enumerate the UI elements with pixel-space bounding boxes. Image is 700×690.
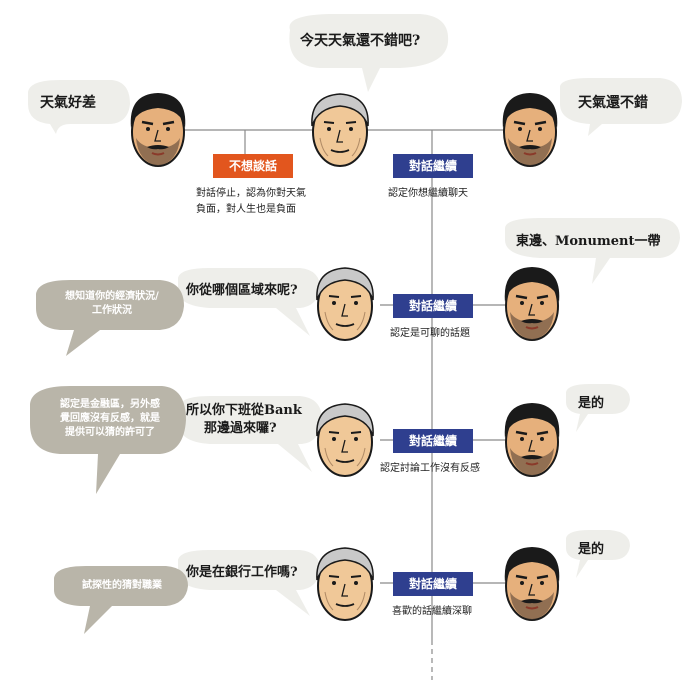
row1-question: 你從哪個區域來呢? xyxy=(186,283,298,298)
bearded-man-face-icon xyxy=(503,265,561,342)
row3-thought: 試探性的猜對職業 xyxy=(60,579,184,593)
row2-thought-bubble xyxy=(30,386,186,494)
row2-continue-tag: 對話繼續 xyxy=(408,434,457,448)
row2-thought-line: 提供可以猜的許可了 xyxy=(65,427,155,438)
row3-question-bubble xyxy=(178,550,320,616)
row3-thought-line: 試探性的猜對職業 xyxy=(82,580,162,591)
row3-thought-bubble xyxy=(54,566,188,634)
top-continue-note: 認定你想繼續聊天 xyxy=(388,188,468,199)
top-question: 今天天氣還不錯吧? xyxy=(300,33,421,49)
bearded-man-face-icon xyxy=(503,401,561,478)
top-continue-tag-box xyxy=(393,154,473,178)
thought-bubbles xyxy=(30,280,188,634)
older-man-face-icon xyxy=(315,547,375,621)
row1-reply: 東邊、Monument一帶 xyxy=(516,234,661,249)
stop-tag: 不想談話 xyxy=(228,159,277,173)
speech-bubbles xyxy=(28,14,682,616)
row2-question: 所以你下班從Bank 那邊過來囉? xyxy=(186,402,302,438)
row1-continue-tag: 對話繼續 xyxy=(408,299,457,313)
row1-question-bubble xyxy=(178,268,320,336)
row2-thought-line: 覺回應沒有反感，就是 xyxy=(60,413,160,424)
row2-reply-bubble xyxy=(566,384,630,432)
row1-thought-line: 想知道你的經濟狀況/ xyxy=(65,291,159,302)
stop-note: 對話停止，認為你對天氣 負面，對人生也是負面 xyxy=(196,186,306,218)
older-man-face-icon xyxy=(315,403,375,477)
row3-note: 喜歡的話繼續深聊 xyxy=(392,606,472,617)
row2-note: 認定討論工作沒有反感 xyxy=(380,463,480,474)
right-reply: 天氣還不錯 xyxy=(578,95,648,111)
left-reply: 天氣好差 xyxy=(40,95,96,111)
row3-reply: 是的 xyxy=(578,542,605,557)
bearded-man-face-icon xyxy=(129,91,187,168)
bearded-man-face-icon xyxy=(501,91,559,168)
row2-reply: 是的 xyxy=(578,396,605,411)
row2-thought: 認定是金融區，另外感 覺回應沒有反感，就是 提供可以猜的許可了 xyxy=(40,398,180,440)
bearded-man-face-icon xyxy=(503,545,561,622)
row1-continue-tag-box xyxy=(393,294,473,318)
row2-question-line: 所以你下班從Bank xyxy=(186,403,302,418)
row1-reply-bubble xyxy=(505,218,680,284)
row3-reply-bubble xyxy=(566,530,630,578)
row1-thought: 想知道你的經濟狀況/ 工作狀況 xyxy=(44,290,180,318)
left-reply-bubble xyxy=(28,80,130,134)
top-continue-tag: 對話繼續 xyxy=(408,159,457,173)
older-man-face-icon xyxy=(315,267,375,341)
right-reply-bubble xyxy=(560,78,682,136)
row3-question: 你是在銀行工作嗎? xyxy=(186,565,298,580)
stop-tag-box xyxy=(213,154,293,178)
older-man-face-icon xyxy=(310,93,370,167)
row2-question-line: 那邊過來囉? xyxy=(204,421,277,436)
row2-thought-line: 認定是金融區，另外感 xyxy=(60,399,160,410)
row3-continue-tag: 對話繼續 xyxy=(408,577,457,591)
top-question-bubble xyxy=(289,14,449,92)
row1-thought-bubble xyxy=(36,280,184,356)
row2-continue-tag-box xyxy=(393,429,473,453)
row3-continue-tag-box xyxy=(393,572,473,596)
row1-note: 認定是可聊的話題 xyxy=(390,328,470,339)
row2-question-bubble xyxy=(178,396,322,472)
stop-note-line: 對話停止，認為你對天氣 xyxy=(196,188,306,199)
stop-note-line: 負面，對人生也是負面 xyxy=(196,204,296,215)
row1-thought-line: 工作狀況 xyxy=(92,305,132,316)
